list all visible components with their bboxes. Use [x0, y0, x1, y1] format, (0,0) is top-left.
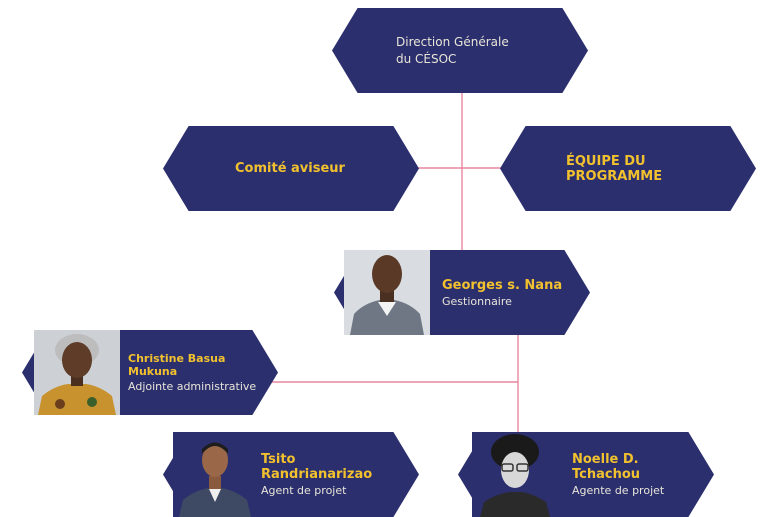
- program-team-node: ÉQUIPE DU PROGRAMME: [500, 126, 756, 211]
- project-agent-tsito-photo: [173, 432, 257, 517]
- project-agent-noelle-name-line2: Tchachou: [572, 467, 641, 482]
- advisory-committee-node: Comité aviseur: [163, 126, 419, 211]
- advisory-committee-label: Comité aviseur: [235, 161, 345, 176]
- direction-title-line2: du CÉSOC: [396, 51, 457, 66]
- manager-role: Gestionnaire: [442, 294, 512, 308]
- project-agent-noelle-photo: [472, 432, 558, 517]
- project-agent-noelle-role: Agente de projet: [572, 484, 665, 497]
- project-agent-tsito-name: Tsito Randrianarizao: [261, 452, 373, 482]
- admin-assistant-node: Christine Basua Mukuna Adjointe administ…: [22, 330, 278, 415]
- manager-node: Georges s. Nana Gestionnaire: [334, 250, 590, 335]
- project-agent-tsito-role: Agent de projet: [261, 484, 347, 497]
- project-agent-noelle-node: Noelle D. Tchachou Agente de projet: [458, 432, 714, 517]
- project-agent-tsito-node: Tsito Randrianarizao Agent de projet: [163, 432, 419, 517]
- project-agent-noelle-name-line1: Noelle D.: [572, 452, 639, 467]
- manager-name: Georges s. Nana: [442, 277, 563, 293]
- program-team-label: ÉQUIPE DU PROGRAMME: [566, 153, 663, 184]
- direction-node: Direction Générale du CÉSOC: [332, 8, 588, 93]
- admin-assistant-role: Adjointe administrative: [128, 380, 257, 393]
- admin-assistant-name: Christine Basua Mukuna: [128, 352, 226, 378]
- direction-title-line1: Direction Générale: [396, 34, 509, 49]
- manager-photo: [344, 250, 430, 335]
- admin-assistant-photo: [34, 330, 120, 415]
